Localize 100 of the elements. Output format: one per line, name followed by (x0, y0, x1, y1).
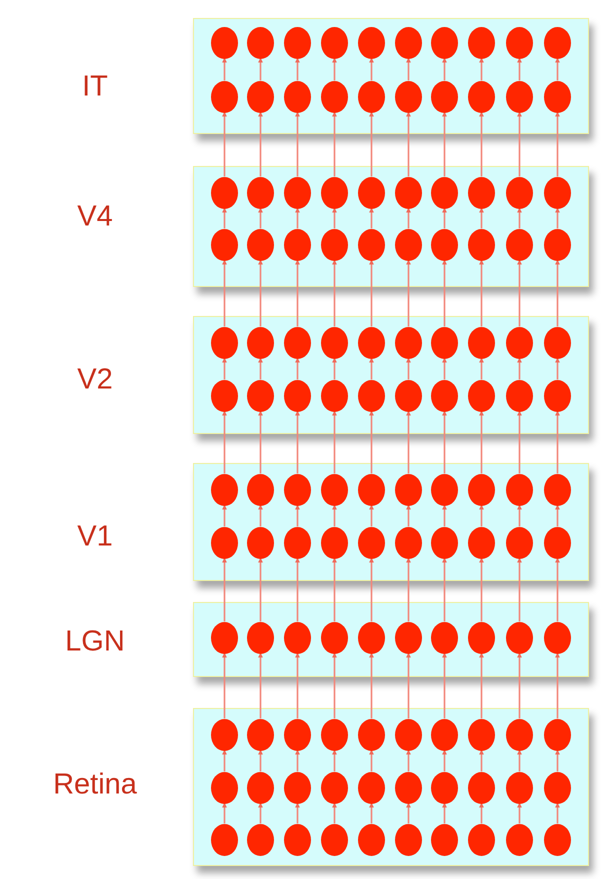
connection-arrow (295, 504, 300, 526)
connection-arrow (517, 504, 522, 526)
connection-arrow (406, 504, 411, 526)
connection-arrow (332, 358, 337, 380)
neuron-dot (431, 474, 458, 506)
neuron-dot (506, 380, 533, 412)
connection-arrow (369, 558, 374, 622)
connection-arrow (222, 558, 227, 622)
neuron-dot (211, 26, 238, 58)
connection-arrow (442, 208, 447, 228)
neuron-dot (358, 718, 385, 750)
neuron-dot (395, 176, 422, 208)
neuron-dot (247, 718, 274, 750)
neuron-dot (284, 176, 311, 208)
connection-arrow (222, 260, 227, 326)
neuron-dot (544, 26, 571, 58)
connection-arrow (258, 652, 263, 718)
connection-arrow (442, 504, 447, 526)
connection-arrow (442, 750, 447, 772)
neuron-dot (395, 474, 422, 506)
connection-arrow (479, 504, 484, 526)
neuron-dot (468, 326, 495, 358)
connection-arrow (295, 750, 300, 772)
connection-arrow (332, 802, 337, 824)
neuron-dot (321, 80, 348, 112)
connection-arrow (442, 260, 447, 326)
neuron-dot (468, 526, 495, 558)
layer-label: LGN (65, 626, 125, 658)
connection-arrow (258, 410, 263, 474)
neuron-dot (358, 80, 385, 112)
neuron-dot (395, 26, 422, 58)
connection-arrow (295, 652, 300, 718)
connection-arrow (332, 58, 337, 80)
connection-arrow (332, 558, 337, 622)
neuron-dot (211, 718, 238, 750)
connection-arrow (295, 358, 300, 380)
neuron-dot (358, 176, 385, 208)
neuron-dot (211, 474, 238, 506)
neuron-dot (468, 772, 495, 804)
connection-arrow (258, 58, 263, 80)
connection-arrow (258, 208, 263, 228)
neuron-dot (544, 526, 571, 558)
neuron-dot (358, 622, 385, 654)
connection-arrow (222, 802, 227, 824)
connection-arrow (517, 112, 522, 176)
neuron-dot (247, 326, 274, 358)
neuron-dot (544, 474, 571, 506)
neuron-dot (247, 474, 274, 506)
connection-arrow (479, 750, 484, 772)
neuron-dot (284, 622, 311, 654)
neuron-dot (468, 228, 495, 260)
neuron-dot (284, 772, 311, 804)
connection-arrow (479, 208, 484, 228)
connection-arrow (517, 358, 522, 380)
connection-arrow (258, 260, 263, 326)
neuron-dot (211, 622, 238, 654)
neuron-dot (431, 326, 458, 358)
neuron-dot (431, 622, 458, 654)
neuron-dot (468, 380, 495, 412)
connection-arrow (222, 504, 227, 526)
connection-arrow (222, 652, 227, 718)
neuron-dot (544, 326, 571, 358)
connection-arrow (222, 410, 227, 474)
connection-arrow (479, 558, 484, 622)
neuron-dot (506, 176, 533, 208)
connection-arrow (517, 410, 522, 474)
neuron-dot (284, 26, 311, 58)
neuron-dot (431, 380, 458, 412)
connection-arrow (295, 58, 300, 80)
connection-arrow (332, 260, 337, 326)
connection-arrow (332, 750, 337, 772)
neuron-dot (321, 824, 348, 856)
neuron-dot (544, 380, 571, 412)
connection-arrow (222, 358, 227, 380)
connection-arrow (442, 652, 447, 718)
connection-arrow (406, 750, 411, 772)
neuron-dot (211, 228, 238, 260)
connection-arrow (295, 802, 300, 824)
neuron-dot (431, 228, 458, 260)
connection-arrow (222, 112, 227, 176)
neuron-dot (247, 772, 274, 804)
neuron-dot (431, 718, 458, 750)
connection-arrow (222, 58, 227, 80)
connection-arrow (555, 802, 560, 824)
connection-arrow (369, 802, 374, 824)
connection-arrow (406, 58, 411, 80)
connection-arrow (406, 208, 411, 228)
neuron-dot (395, 228, 422, 260)
neuron-dot (358, 772, 385, 804)
neuron-dot (431, 824, 458, 856)
connection-arrow (442, 802, 447, 824)
neuron-dot (321, 380, 348, 412)
neuron-dot (506, 824, 533, 856)
neuron-dot (544, 718, 571, 750)
neuron-dot (211, 824, 238, 856)
connection-arrow (517, 558, 522, 622)
neuron-dot (395, 824, 422, 856)
neuron-dot (358, 228, 385, 260)
connection-arrow (295, 112, 300, 176)
neuron-dot (431, 26, 458, 58)
